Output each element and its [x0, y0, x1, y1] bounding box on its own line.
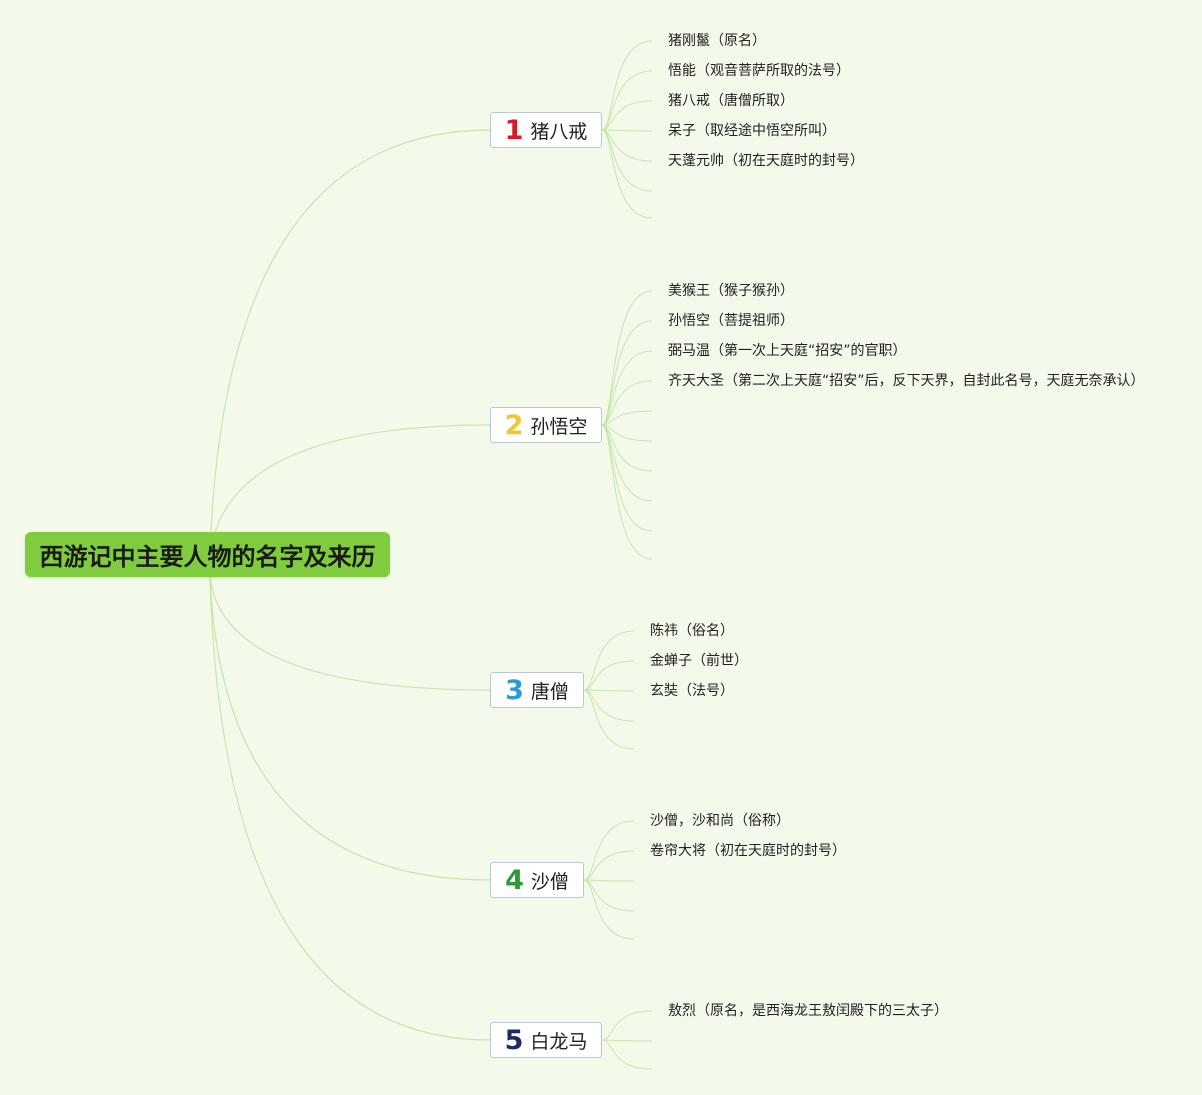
connector-line: [209, 424, 491, 558]
connector-line: [583, 820, 635, 881]
connector-line: [601, 1039, 653, 1042]
branch-tangseng[interactable]: 3 唐僧: [490, 672, 584, 708]
connector-line: [583, 630, 635, 691]
connector-line: [601, 424, 653, 560]
branch-shaseng[interactable]: 4 沙僧: [490, 862, 584, 898]
number-3-icon: 3: [505, 674, 524, 706]
connector-line: [601, 1039, 653, 1070]
leaf-item[interactable]: 沙僧，沙和尚（俗称）: [650, 813, 790, 829]
number-2-icon: 2: [504, 409, 524, 441]
branch-zhubajie[interactable]: 1 猪八戒: [490, 112, 602, 148]
connector-line: [601, 70, 653, 131]
leaf-item[interactable]: 陈祎（俗名）: [650, 623, 734, 639]
leaf-item[interactable]: 天蓬元帅（初在天庭时的封号）: [668, 153, 864, 169]
connector-line: [601, 350, 653, 426]
connector-line: [209, 576, 491, 881]
leaf-item[interactable]: 悟能（观音菩萨所取的法号）: [668, 63, 850, 79]
leaf-item[interactable]: 孙悟空（菩提祖师）: [668, 313, 794, 329]
connector-line: [601, 320, 653, 426]
connector-line: [601, 410, 653, 426]
connector-line: [583, 879, 635, 940]
connector-line: [583, 850, 635, 881]
branch-label: 沙僧: [530, 870, 569, 893]
connector-line: [583, 879, 635, 912]
root-title: 西游记中主要人物的名字及来历: [39, 543, 376, 571]
connector-line: [601, 40, 653, 131]
connector-line: [601, 129, 653, 219]
connector-line: [601, 424, 653, 442]
branch-label: 猪八戒: [530, 120, 588, 143]
branch-label: 唐僧: [530, 680, 569, 703]
leaf-item[interactable]: 猪刚鬣（原名）: [668, 33, 766, 49]
connector-line: [601, 1010, 653, 1041]
connector-line: [209, 576, 491, 691]
branch-sunwukong[interactable]: 2 孙悟空: [490, 407, 602, 443]
leaf-item[interactable]: 金蝉子（前世）: [650, 653, 748, 669]
connector-line: [583, 879, 635, 882]
leaf-item[interactable]: 美猴王（猴子猴孙）: [668, 283, 794, 299]
number-5-icon: 5: [504, 1024, 524, 1056]
connector-line: [601, 290, 653, 426]
connector-line: [209, 576, 491, 1041]
connector-line: [583, 689, 635, 750]
leaf-item[interactable]: 呆子（取经途中悟空所叫）: [668, 123, 836, 139]
connector-line: [601, 380, 653, 426]
connector-line: [583, 660, 635, 691]
leaf-item[interactable]: 玄奘（法号）: [650, 683, 734, 699]
branch-label: 白龙马: [530, 1030, 588, 1053]
leaf-item[interactable]: 齐天大圣（第二次上天庭“招安”后，反下天界，自封此名号，天庭无奈承认）: [668, 373, 1145, 389]
leaf-item[interactable]: 弼马温（第一次上天庭“招安”的官职）: [668, 343, 907, 359]
leaf-item[interactable]: 卷帘大将（初在天庭时的封号）: [650, 843, 846, 859]
connector-line: [209, 129, 491, 558]
connector-line: [601, 129, 653, 132]
number-4-icon: 4: [505, 864, 524, 896]
leaf-item[interactable]: 猪八戒（唐僧所取）: [668, 93, 794, 109]
branch-bailongma[interactable]: 5 白龙马: [490, 1022, 602, 1058]
connector-line: [583, 689, 635, 722]
number-1-icon: 1: [504, 114, 524, 146]
leaf-item[interactable]: 敖烈（原名，是西海龙王敖闰殿下的三太子）: [668, 1003, 948, 1019]
branch-label: 孙悟空: [530, 415, 588, 438]
connector-line: [601, 129, 653, 162]
connector-line: [601, 100, 653, 131]
root-topic[interactable]: 西游记中主要人物的名字及来历: [25, 532, 390, 577]
connector-line: [583, 689, 635, 692]
